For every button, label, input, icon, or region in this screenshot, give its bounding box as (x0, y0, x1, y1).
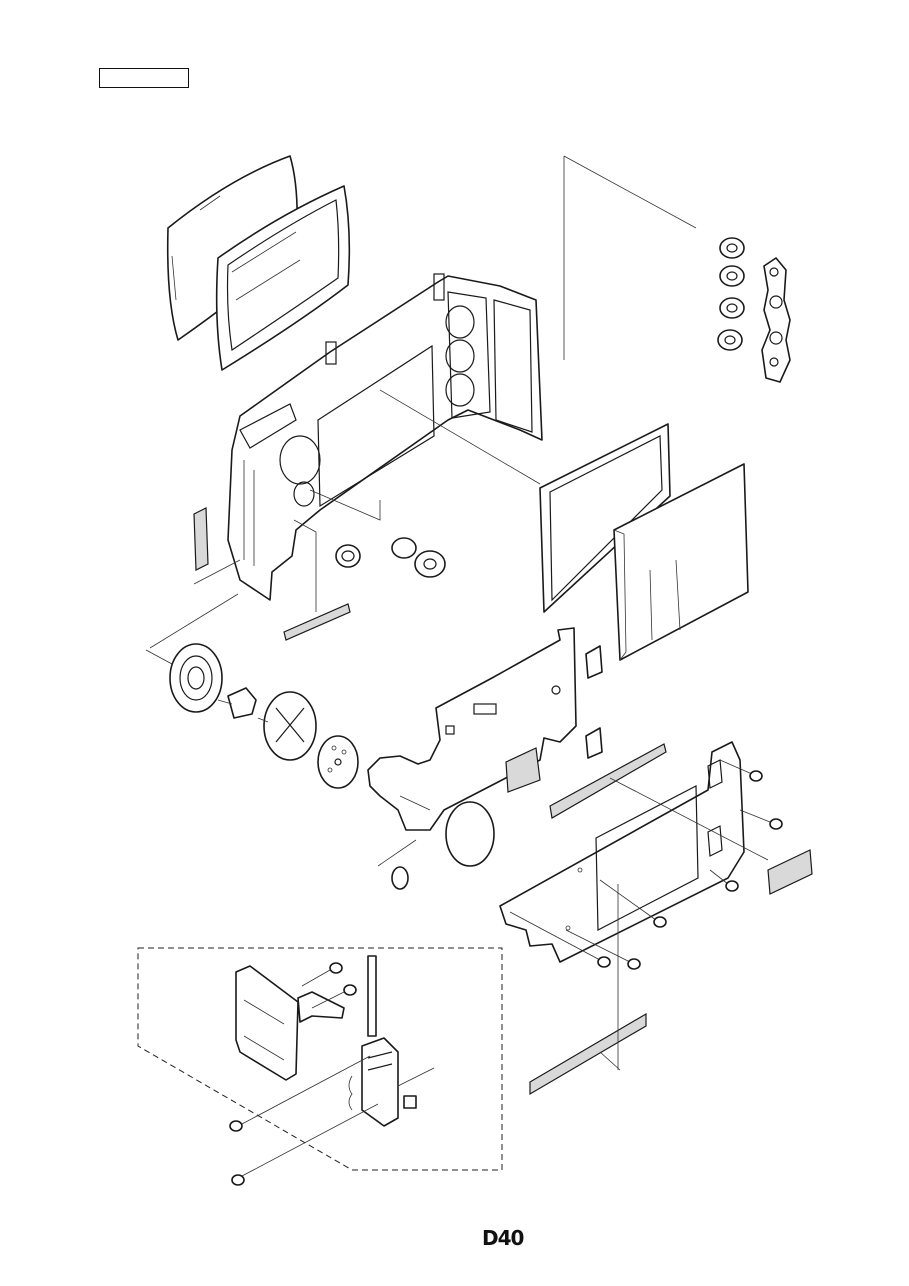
eyepiece-ring (335, 544, 361, 568)
part-label-box (99, 68, 189, 88)
flex-board (367, 627, 603, 890)
multi-selector (169, 643, 359, 789)
model-logo: D40 (482, 1226, 524, 1250)
lcd-frame-sheet (539, 423, 671, 613)
strip-top-bracket (549, 743, 667, 819)
button-plate (761, 257, 791, 383)
button-set (717, 237, 745, 351)
pad-right (767, 849, 813, 895)
card-door-box (137, 947, 503, 1171)
metal-bracket (499, 741, 745, 963)
strip-left (193, 507, 209, 571)
card-door-assembly (229, 955, 435, 1186)
rear-cover (227, 273, 543, 601)
strip-bottom (283, 603, 351, 641)
lcd-frame (215, 185, 351, 371)
dial-cap (391, 537, 446, 578)
screws (509, 759, 783, 970)
lcd-panel (613, 463, 749, 661)
strip-bottom-right (529, 1012, 647, 1096)
